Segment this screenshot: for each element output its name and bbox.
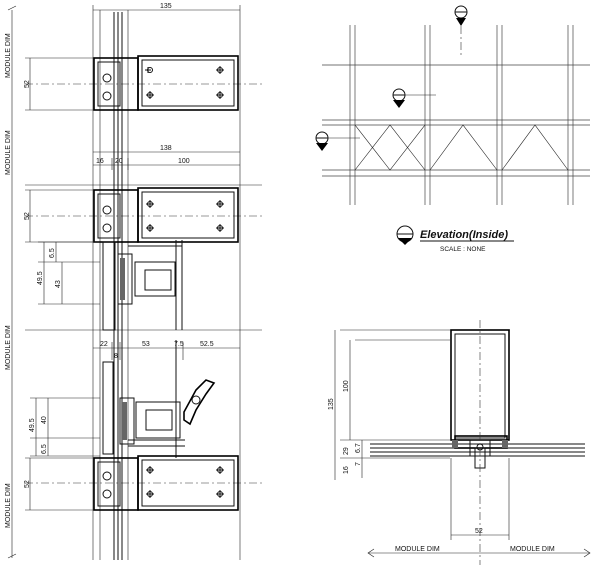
plan-dim-overall: 135 — [328, 398, 335, 410]
plan-dim-67: 6.7 — [355, 443, 362, 453]
module-dim-label-4: MODULE DIM — [5, 483, 12, 528]
dim-vent-a: 22 — [100, 341, 108, 348]
dim-vent-d: 7.5 — [174, 341, 184, 348]
elevation-view: Elevation(Inside) SCALE : NONE — [315, 5, 590, 253]
plan-dim-depth: 100 — [343, 380, 350, 392]
section-marker-mid — [392, 88, 436, 108]
elevation-scale: SCALE : NONE — [440, 246, 486, 253]
section-marker-left — [315, 131, 360, 151]
dim-lower-495: 49.5 — [29, 418, 36, 432]
mullion-bottom — [93, 455, 239, 511]
dim-lower-65: 6.5 — [41, 444, 48, 454]
dim-row-a: 16 — [96, 158, 104, 165]
dim-upper-495: 49.5 — [37, 271, 44, 285]
plan-dim-16: 16 — [343, 466, 350, 474]
dim-vent-c: 53 — [142, 341, 150, 348]
dim-mullion-depth-2: 52 — [24, 212, 31, 220]
dim-row-total: 138 — [160, 145, 172, 152]
elevation-title: Elevation(Inside) — [420, 229, 508, 241]
module-dim-label-2: MODULE DIM — [5, 130, 12, 175]
dim-vent-e: 52.5 — [200, 341, 214, 348]
plan-module-dim-left: MODULE DIM — [395, 546, 440, 553]
module-dim-label-3: MODULE DIM — [5, 325, 12, 370]
dim-upper-43: 43 — [55, 280, 62, 288]
plan-dim-7: 7 — [355, 462, 362, 466]
dim-row-b: 20 — [115, 158, 123, 165]
dim-mullion-depth-1: 52 — [24, 80, 31, 88]
plan-module-dim-right: MODULE DIM — [510, 546, 555, 553]
dim-lower-40: 40 — [41, 416, 48, 424]
dim-mullion-depth-3: 52 — [24, 480, 31, 488]
plan-dim-29: 29 — [343, 447, 350, 455]
dim-row-c: 100 — [178, 158, 190, 165]
vent-frame-upper — [102, 240, 183, 331]
vent-frame-lower — [102, 340, 216, 458]
elevation-title-block: Elevation(Inside) SCALE : NONE — [396, 225, 514, 253]
plan-dim-width: 52 — [475, 528, 483, 535]
plan-detail: 135 100 29 16 6.7 7 52 MODULE DIM MODULE… — [328, 320, 591, 565]
mullion-top — [93, 55, 239, 111]
dim-top-width: 135 — [160, 3, 172, 10]
dim-vent-b: 8 — [114, 353, 118, 360]
module-dim-label-1: MODULE DIM — [5, 33, 12, 78]
dim-upper-65: 6.5 — [49, 248, 56, 258]
mullion-middle — [93, 187, 239, 243]
section-marker-top — [454, 5, 468, 55]
vertical-section: MODULE DIM MODULE DIM MODULE DIM MODULE … — [5, 3, 262, 560]
